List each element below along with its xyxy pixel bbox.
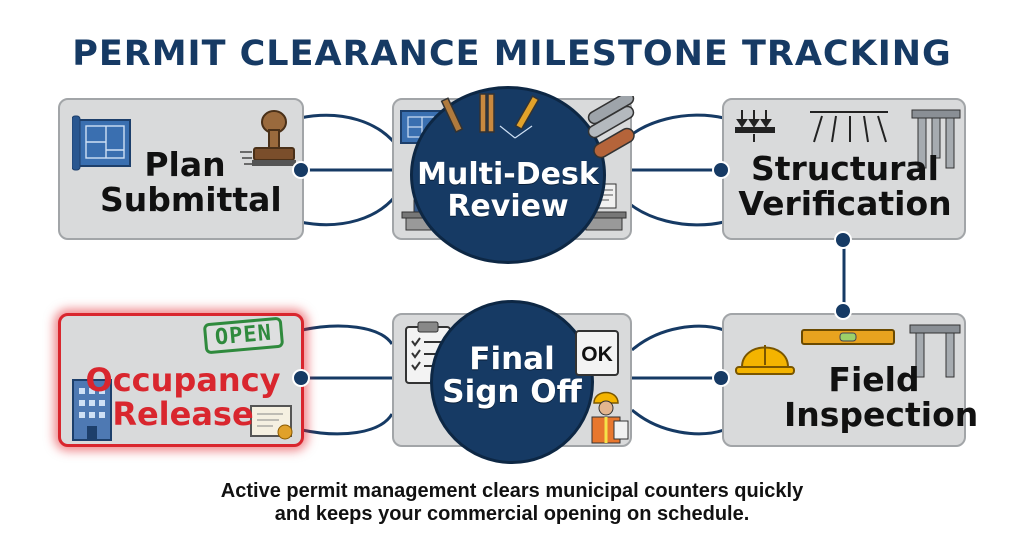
- connector-arc: [631, 408, 725, 436]
- card-occupancy-release-label: Occupancy Release: [85, 361, 281, 433]
- load-arrows-icon: [810, 111, 888, 143]
- beam-columns-icon: [909, 324, 961, 378]
- tools-icon: [440, 93, 540, 139]
- connector-arc: [631, 324, 725, 352]
- beam-columns-icon: [911, 109, 961, 169]
- certificate-icon: [250, 405, 293, 440]
- card-occupancy-release: Occupancy Release: [58, 313, 304, 447]
- load-arrows-icon: [735, 110, 775, 142]
- card-structural-verification: Structural Verification: [722, 98, 966, 240]
- hub-final-sign-off-label: Final Sign Off: [442, 341, 582, 410]
- card-field-inspection: Field Inspection: [722, 313, 979, 447]
- hub-final-sign-off: Final Sign Off: [430, 300, 594, 464]
- building-icon: [72, 379, 112, 441]
- stamp-icon: [240, 110, 296, 166]
- connector-arc: [614, 189, 725, 227]
- connector-arc: [299, 189, 402, 227]
- caption: Active permit management clears municipa…: [220, 480, 804, 525]
- card-plan-submittal: Plan Submittal: [58, 98, 304, 240]
- connector-arc: [301, 413, 394, 436]
- level-icon: [801, 329, 895, 345]
- inspector-icon: [591, 391, 629, 444]
- card-structural-verification-label: Structural Verification: [738, 149, 952, 223]
- card-field-inspection-label: Field Inspection: [784, 360, 979, 434]
- hub-multi-desk-review: Multi-Desk Review: [410, 86, 606, 264]
- hub-multi-desk-review-label: Multi-Desk Review: [417, 157, 599, 224]
- connector-arc: [301, 324, 394, 345]
- hardhat-icon: [735, 345, 795, 375]
- pipes-icon: [587, 96, 635, 159]
- card-plan-submittal-label: Plan Submittal: [100, 145, 282, 219]
- blueprint-icon: [72, 115, 131, 171]
- connector-arc: [299, 113, 402, 151]
- page-title: PERMIT CLEARANCE MILESTONE TRACKING: [72, 34, 952, 74]
- ok-badge: OK: [575, 330, 619, 376]
